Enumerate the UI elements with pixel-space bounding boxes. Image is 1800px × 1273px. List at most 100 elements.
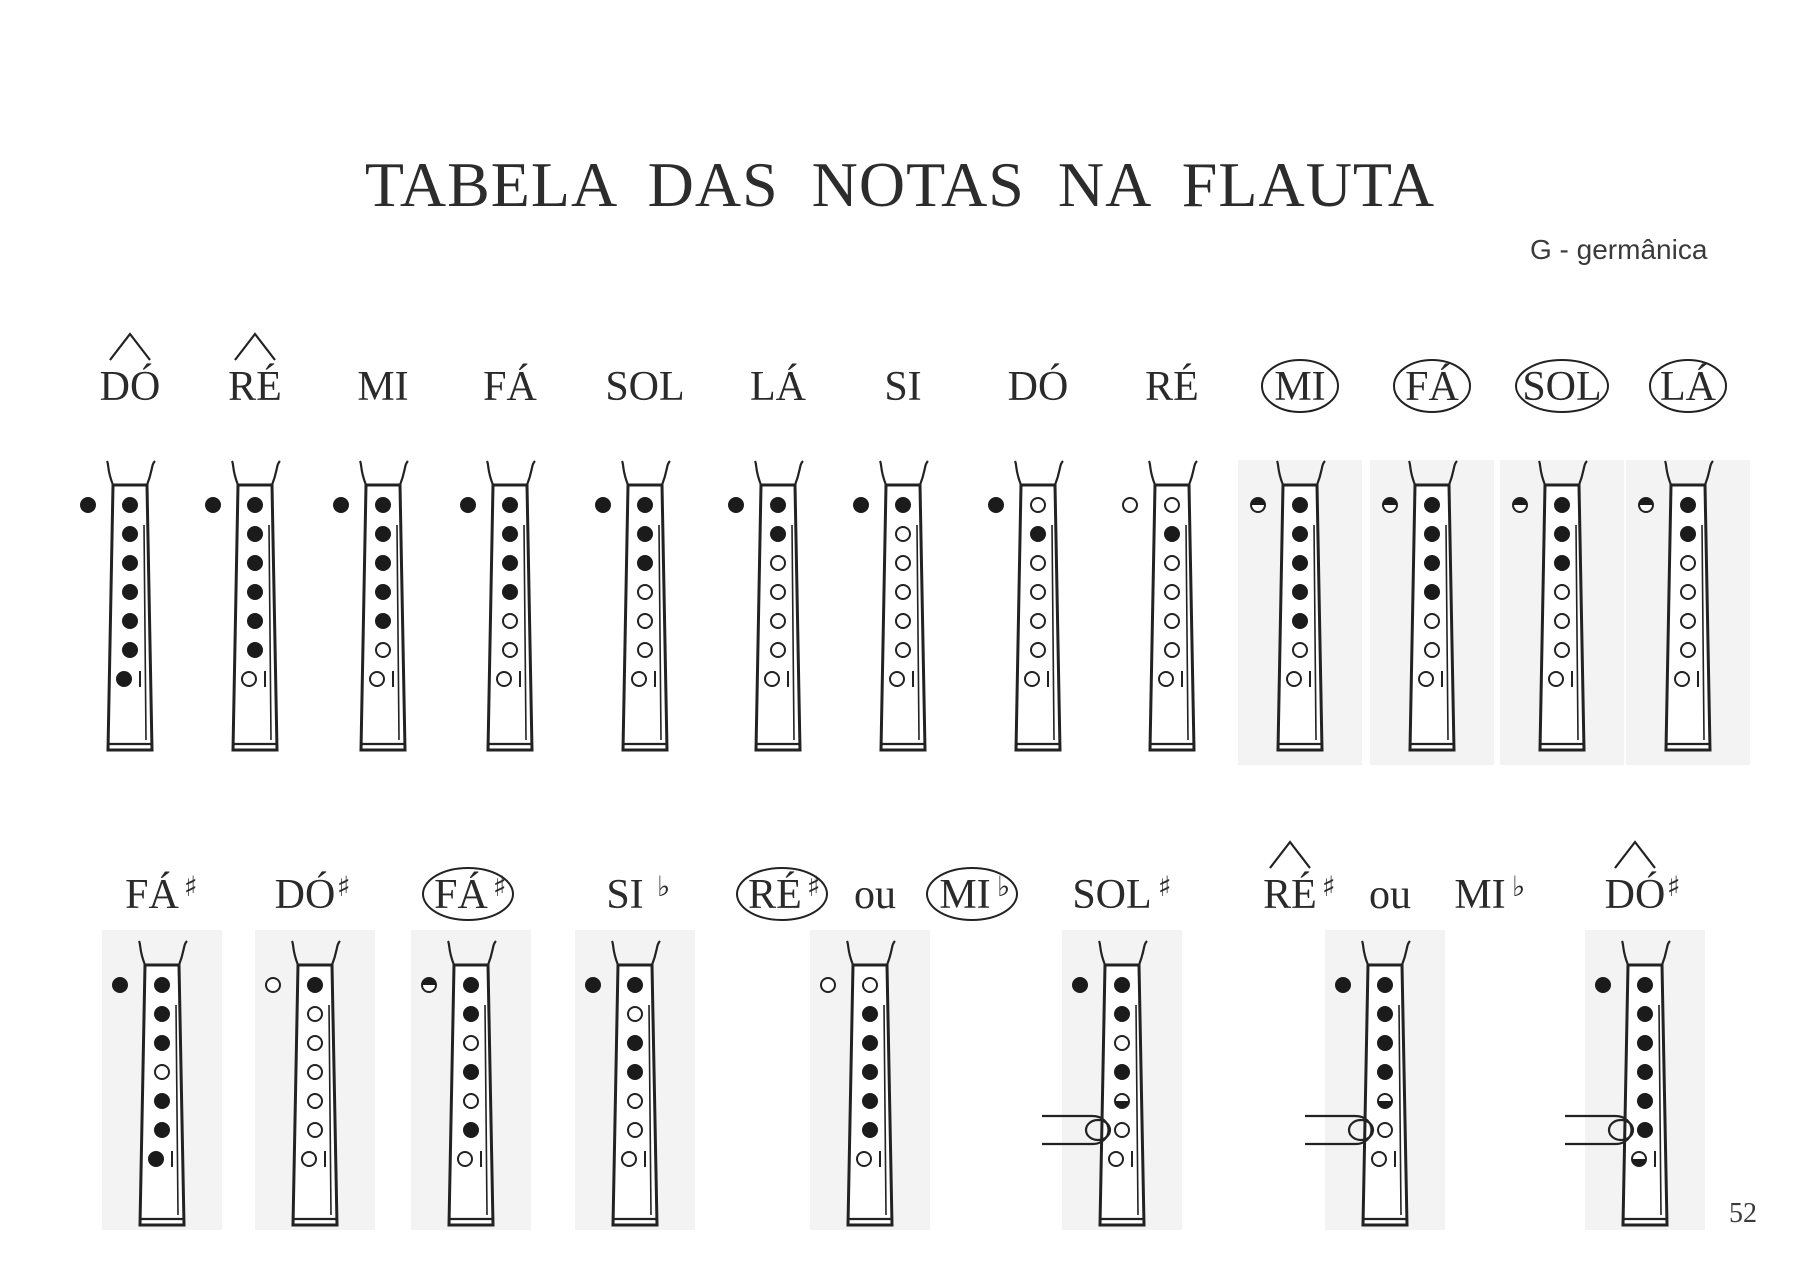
finger-hole-open	[307, 1122, 323, 1138]
finger-hole-closed	[463, 1006, 479, 1022]
note-name: SI	[884, 364, 921, 410]
finger-hole-closed	[862, 1093, 878, 1109]
upper-octave-mark	[1269, 840, 1311, 869]
finger-hole-open	[1371, 1151, 1387, 1167]
note-name: FÁ	[1405, 363, 1459, 410]
note-name: MI	[1274, 364, 1325, 410]
upper-octave-mark	[234, 332, 276, 361]
thumb-hole-closed	[333, 497, 349, 513]
finger-hole-closed	[1377, 1035, 1393, 1051]
thumb-hole-closed	[1335, 977, 1351, 993]
note-fingering: DÓ	[80, 332, 161, 752]
note-fingering: DÓ♯	[1565, 840, 1705, 1230]
finger-hole-open	[621, 1151, 637, 1167]
note-fingering: FÁ♯	[411, 867, 531, 1230]
finger-hole-closed	[1554, 497, 1570, 513]
thumb-hole-closed	[1595, 977, 1611, 993]
finger-hole-closed	[1292, 613, 1308, 629]
finger-hole-open	[301, 1151, 317, 1167]
octave-circle-mark	[422, 867, 514, 921]
finger-hole-open	[895, 642, 911, 658]
finger-hole-open	[1292, 642, 1308, 658]
finger-hole-half-fill	[1115, 1101, 1129, 1108]
finger-hole-closed	[1114, 977, 1130, 993]
flute-shade-line	[268, 524, 272, 741]
finger-hole-closed	[502, 555, 518, 571]
fingernail-icon	[1347, 1118, 1375, 1142]
note-name: RÉ	[1263, 871, 1317, 918]
flute-mouthpiece	[1275, 460, 1326, 486]
octave-circle-mark	[1393, 359, 1471, 413]
flute-shade-line	[523, 524, 527, 741]
finger-hole-closed	[1680, 526, 1696, 542]
finger-hole-open	[496, 671, 512, 687]
finger-hole-closed	[1377, 977, 1393, 993]
finger-hole-open	[895, 584, 911, 600]
thumb-hole-closed	[1072, 977, 1088, 993]
finger-hole-open	[1164, 642, 1180, 658]
finger-hole-closed	[247, 555, 263, 571]
finger-hole-closed	[1292, 526, 1308, 542]
finger-hole-open	[1424, 642, 1440, 658]
sharp-icon: ♯	[337, 870, 351, 903]
note-name: SOL	[605, 364, 684, 410]
finger-hole-closed	[122, 526, 138, 542]
finger-hole-closed	[1114, 1006, 1130, 1022]
thumb-hole-open	[820, 977, 836, 993]
flute-mouthpiece	[230, 460, 281, 486]
finger-hole-open	[1418, 671, 1434, 687]
finger-hole-closed	[1637, 1093, 1653, 1109]
finger-hole-open	[889, 671, 905, 687]
finger-hole-closed	[122, 613, 138, 629]
finger-hole-closed	[627, 1035, 643, 1051]
finger-hole-closed	[1424, 555, 1440, 571]
upper-octave-mark	[1614, 840, 1656, 869]
finger-hole-open	[307, 1064, 323, 1080]
flute-mouthpiece	[485, 460, 536, 486]
note-name: DÓ	[100, 363, 161, 410]
finger-hole-closed	[1637, 1064, 1653, 1080]
finger-hole-open	[457, 1151, 473, 1167]
finger-hole-open	[1680, 613, 1696, 629]
note-name: DÓ	[1605, 871, 1666, 918]
finger-hole-closed	[463, 1122, 479, 1138]
flute-shade-line	[175, 1004, 179, 1216]
finger-hole-half-fill	[1378, 1101, 1392, 1108]
thumb-hole-closed	[205, 497, 221, 513]
finger-hole-open	[375, 642, 391, 658]
joiner-text: ou	[854, 872, 896, 918]
note-fingering: DÓ	[988, 363, 1068, 752]
note-fingering: RÉ	[205, 332, 282, 752]
finger-hole-open	[1024, 671, 1040, 687]
finger-hole-closed	[154, 977, 170, 993]
finger-hole-open	[764, 671, 780, 687]
note-fingering: DÓ♯	[255, 870, 375, 1230]
finger-hole-open	[1108, 1151, 1124, 1167]
finger-hole-open	[1554, 642, 1570, 658]
finger-hole-open	[637, 642, 653, 658]
flute-shade-line	[648, 1004, 652, 1216]
flute-mouthpiece	[845, 940, 896, 966]
note-name: RÉ	[228, 363, 282, 410]
finger-hole-open	[627, 1122, 643, 1138]
finger-hole-closed	[770, 497, 786, 513]
note-name: MI	[939, 872, 990, 918]
flute-mouthpiece	[620, 460, 671, 486]
finger-hole-open	[1680, 584, 1696, 600]
thumb-hole-open	[1122, 497, 1138, 513]
finger-hole-open	[1158, 671, 1174, 687]
thumb-hole-half-fill	[1251, 498, 1265, 505]
flute-shade-line	[1658, 1004, 1662, 1216]
thumb-hole-half-fill	[1383, 498, 1397, 505]
finger-hole-closed	[247, 526, 263, 542]
finger-hole-closed	[375, 555, 391, 571]
flat-icon: ♭	[657, 870, 670, 903]
finger-hole-open	[770, 642, 786, 658]
finger-hole-closed	[637, 555, 653, 571]
finger-hole-closed	[1030, 526, 1046, 542]
octave-circle-mark	[736, 867, 828, 921]
finger-hole-open	[770, 584, 786, 600]
finger-hole-closed	[1554, 526, 1570, 542]
thumb-hole-closed	[595, 497, 611, 513]
